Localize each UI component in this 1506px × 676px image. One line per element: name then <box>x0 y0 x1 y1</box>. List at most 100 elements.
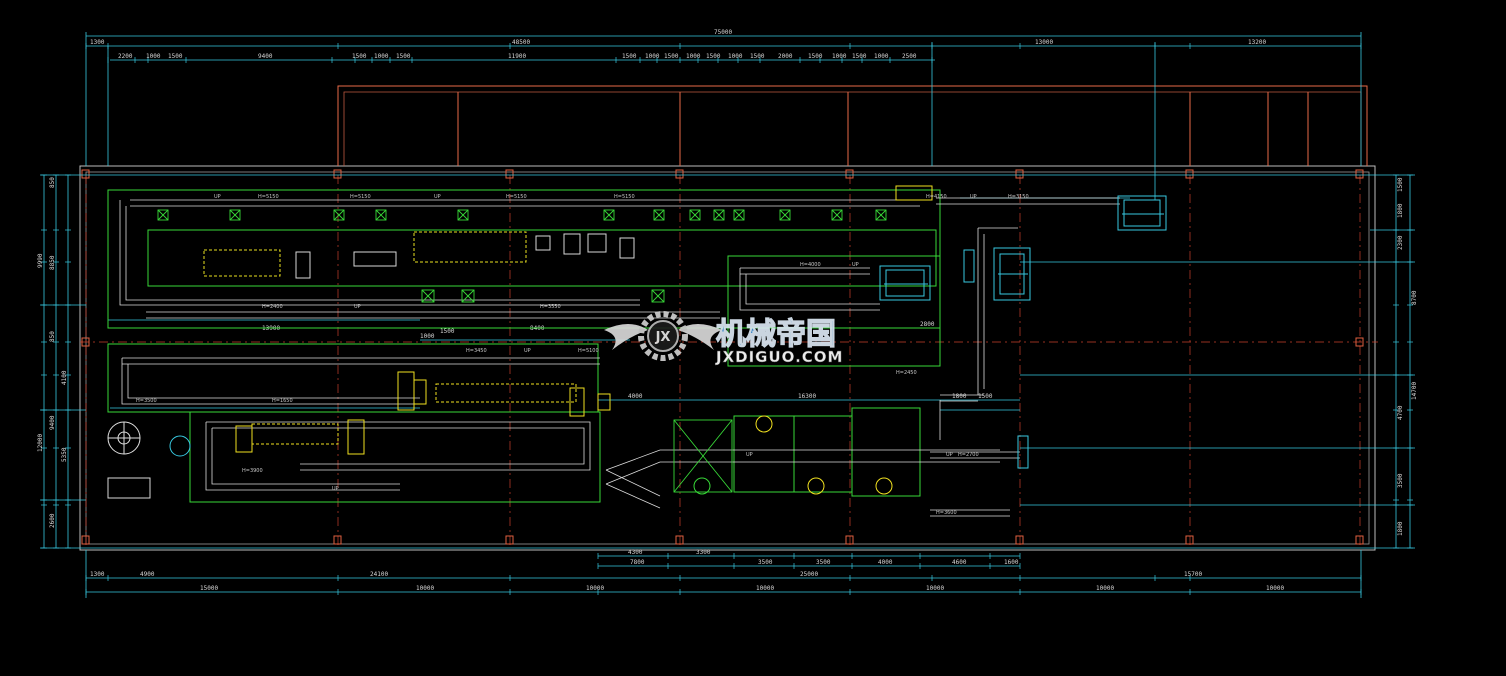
roller-unit <box>569 387 585 417</box>
storage-box <box>295 251 311 279</box>
dim-bottom-mid: 25000 <box>800 571 818 578</box>
panel <box>895 185 933 201</box>
dim-top2: 1500 <box>168 53 183 60</box>
fan <box>807 477 825 495</box>
elev-label: H=4150 <box>926 194 947 200</box>
machine-stations <box>157 209 887 493</box>
station-box <box>673 419 733 493</box>
station-box <box>779 209 791 221</box>
watermark-brand-cn: 机械帝国 <box>716 317 836 352</box>
dim-right: 4700 <box>1397 405 1404 420</box>
dim-bottom: 4000 <box>878 559 893 566</box>
watermark-brand-en: JXDIGUO.COM <box>715 348 843 366</box>
dim-left: 5350 <box>61 447 68 462</box>
cyan-units <box>879 195 1167 469</box>
dim-bottom: 15700 <box>1184 571 1202 578</box>
upper-line-inner <box>147 229 937 287</box>
press-room-3 <box>851 407 921 497</box>
dim-top: 13000 <box>1035 39 1053 46</box>
conveyor-lines <box>119 197 1120 517</box>
dim-bottom: 4600 <box>952 559 967 566</box>
unit-mid-inner <box>885 269 925 297</box>
elev-label: H=2700 <box>958 452 979 458</box>
dim-top2: 9400 <box>258 53 273 60</box>
dim-bottom: 3500 <box>816 559 831 566</box>
station-box <box>375 209 387 221</box>
dim-left: 2600 <box>49 513 56 528</box>
dim-interior: 1500 <box>440 328 455 335</box>
roller-unit <box>347 419 365 455</box>
roller-unit <box>413 379 427 405</box>
up-label: UP <box>970 194 977 200</box>
elev-label: H=3450 <box>466 348 487 354</box>
dim-top2: 1000 <box>146 53 161 60</box>
dim-top-overall: 75000 <box>714 29 732 36</box>
elev-label: H=3150 <box>1008 194 1029 200</box>
dim-top2: 1500 <box>852 53 867 60</box>
dim-top: 48500 <box>512 39 530 46</box>
dim-interior: 2800 <box>920 321 935 328</box>
equipment-layout <box>107 189 941 503</box>
dim-top2: 1500 <box>750 53 765 60</box>
dim-axes: 10000 <box>756 585 774 592</box>
storage-box-left <box>203 249 281 277</box>
up-label: UP <box>946 452 953 458</box>
up-label: UP <box>332 486 339 492</box>
dim-bottom-mid: 3300 <box>696 549 711 556</box>
gear-icon <box>638 311 688 361</box>
elev-label: H=1650 <box>272 398 293 404</box>
dim-right: 1800 <box>1397 521 1404 536</box>
upper-bay-partitions <box>457 92 1309 166</box>
unit-pillar <box>963 249 975 283</box>
elev-label: H=3900 <box>242 468 263 474</box>
dim-interior: 4000 <box>628 393 643 400</box>
dim-left: 9400 <box>49 415 56 430</box>
dim-bottom: 7800 <box>630 559 645 566</box>
axis-grid <box>80 175 1378 548</box>
dim-interior: 16300 <box>798 393 816 400</box>
station-box <box>461 289 475 303</box>
dim-left: 850 <box>49 177 56 188</box>
dim-top2: 1500 <box>808 53 823 60</box>
up-label: UP <box>354 304 361 310</box>
dim-top2: 1000 <box>874 53 889 60</box>
wing-right-icon <box>678 324 722 350</box>
dim-top2: 2500 <box>902 53 917 60</box>
dim-top2: 1000 <box>728 53 743 60</box>
tank-label-box <box>107 477 151 499</box>
station-box <box>333 209 345 221</box>
station-box <box>653 209 665 221</box>
outer-wall <box>79 165 1376 551</box>
conveyor-segment <box>435 383 577 403</box>
elev-label: H=5150 <box>258 194 279 200</box>
dim-top2: 2000 <box>778 53 793 60</box>
up-label: UP <box>434 194 441 200</box>
fan <box>693 477 711 495</box>
dim-top: 13200 <box>1248 39 1266 46</box>
upper-bay-wall <box>337 85 1368 166</box>
dim-top2: 1000 <box>832 53 847 60</box>
station-box <box>831 209 843 221</box>
dim-interior: 1800 <box>952 393 967 400</box>
station-box <box>713 209 725 221</box>
station-box <box>733 209 745 221</box>
unit-right-top-inner <box>1123 199 1161 227</box>
station-box <box>875 209 887 221</box>
dim-axes: 10000 <box>416 585 434 592</box>
dimension-texts: 75000 1300 48500 13000 13200 2200 1000 1… <box>37 29 1418 592</box>
watermark-logo: JX <box>604 311 722 361</box>
control-box <box>587 233 607 253</box>
dim-right: 8700 <box>1411 290 1418 305</box>
elev-label: H=5150 <box>614 194 635 200</box>
station-box <box>651 289 665 303</box>
fan <box>755 415 773 433</box>
elev-label: H=4000 <box>800 262 821 268</box>
dim-left: 9990 <box>37 253 44 268</box>
dim-left: 8850 <box>49 255 56 270</box>
up-label: UP <box>524 348 531 354</box>
dim-axes: 10000 <box>1266 585 1284 592</box>
fan <box>169 435 191 457</box>
unit-mid <box>879 265 931 301</box>
dim-left: 4100 <box>61 370 68 385</box>
dim-right: 14700 <box>1411 382 1418 400</box>
